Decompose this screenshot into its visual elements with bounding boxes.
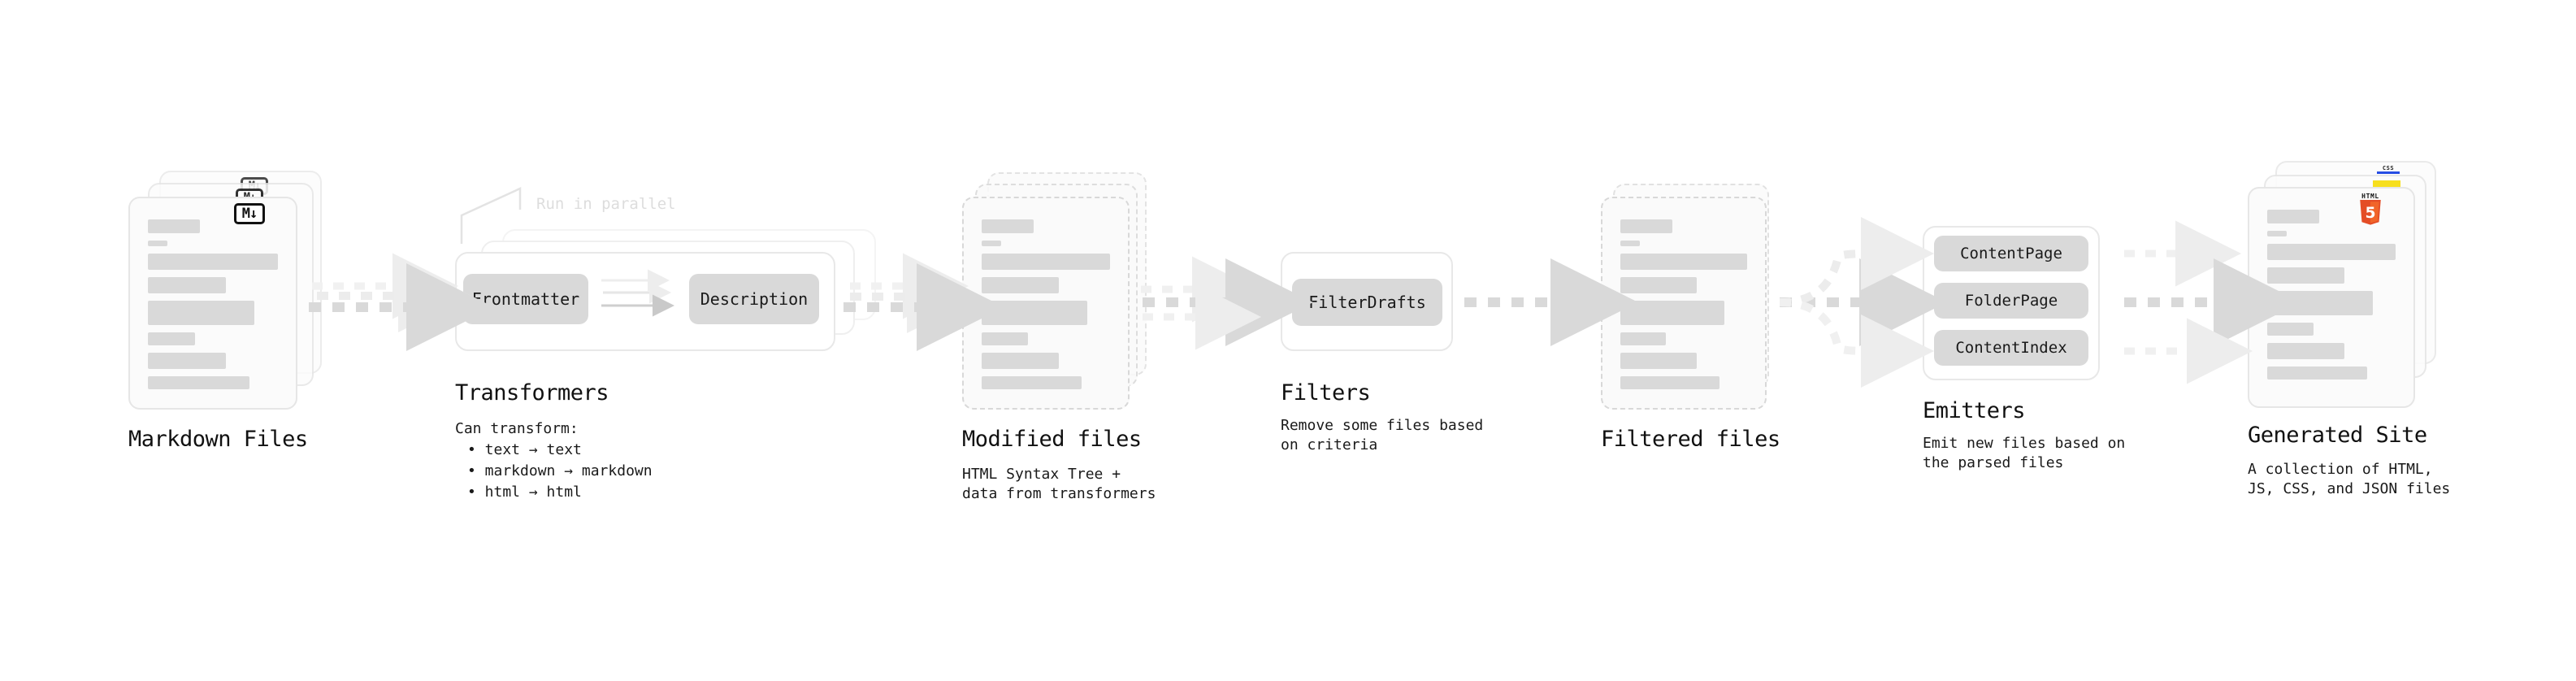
svg-text:5: 5 — [2365, 205, 2375, 222]
connector-markdown-to-transformers — [309, 253, 494, 351]
transformer-pill-frontmatter[interactable]: Frontmatter — [463, 274, 588, 324]
connector-filtered-to-emitters — [1779, 217, 1947, 388]
connector-emitters-to-generated — [2124, 220, 2301, 384]
css-badge-bar — [2377, 171, 2400, 174]
modified-card-front — [962, 197, 1130, 410]
emitters-subtitle: Emit new files based on the parsed files — [1923, 435, 2126, 471]
css-badge-icon: CSS — [2377, 165, 2400, 176]
emitters-title: Emitters — [1923, 398, 2026, 423]
css-badge-label: CSS — [2382, 165, 2395, 171]
emitters-pill-contentpage[interactable]: ContentPage — [1934, 236, 2088, 271]
generated-placeholder-lines — [2267, 210, 2396, 387]
generated-card-front — [2248, 187, 2415, 408]
filtered-files-title: Filtered files — [1601, 427, 1780, 452]
modified-files-subtitle: HTML Syntax Tree + data from transformer… — [962, 466, 1156, 502]
filters-subtitle: Remove some files based on criteria — [1281, 417, 1484, 453]
transformers-subtitle: Can transform: — [455, 420, 579, 437]
generated-site-subtitle: A collection of HTML, JS, CSS, and JSON … — [2248, 461, 2451, 497]
modified-files-title: Modified files — [962, 427, 1142, 452]
html5-shield-shape: 5 — [2360, 200, 2381, 225]
filters-title: Filters — [1281, 380, 1371, 406]
filtered-placeholder-lines — [1620, 219, 1747, 397]
connector-modified-to-filters — [1141, 256, 1313, 350]
transformers-bullet-2: • html → html — [467, 484, 582, 501]
transformer-pill-description[interactable]: Description — [689, 274, 819, 324]
markdown-placeholder-lines — [148, 219, 278, 397]
filters-pill-filterdrafts[interactable]: FilterDrafts — [1292, 279, 1442, 326]
emitters-pill-folderpage[interactable]: FolderPage — [1934, 283, 2088, 319]
markdown-card-front — [128, 197, 297, 410]
run-in-parallel-note: Run in parallel — [536, 195, 676, 213]
html5-icon: HTML 5 — [2355, 193, 2386, 228]
emitters-pill-contentindex[interactable]: ContentIndex — [1934, 330, 2088, 366]
markdown-icon: M↓ — [234, 203, 265, 224]
filtered-card-front — [1601, 197, 1767, 410]
generated-site-title: Generated Site — [2248, 423, 2427, 448]
modified-placeholder-lines — [982, 219, 1110, 397]
markdown-files-title: Markdown Files — [128, 427, 308, 452]
html5-icon-label: HTML — [2361, 193, 2379, 200]
transformers-bullet-0: • text → text — [467, 441, 582, 458]
transformers-bullet-1: • markdown → markdown — [467, 462, 653, 479]
transformers-title: Transformers — [455, 380, 609, 406]
